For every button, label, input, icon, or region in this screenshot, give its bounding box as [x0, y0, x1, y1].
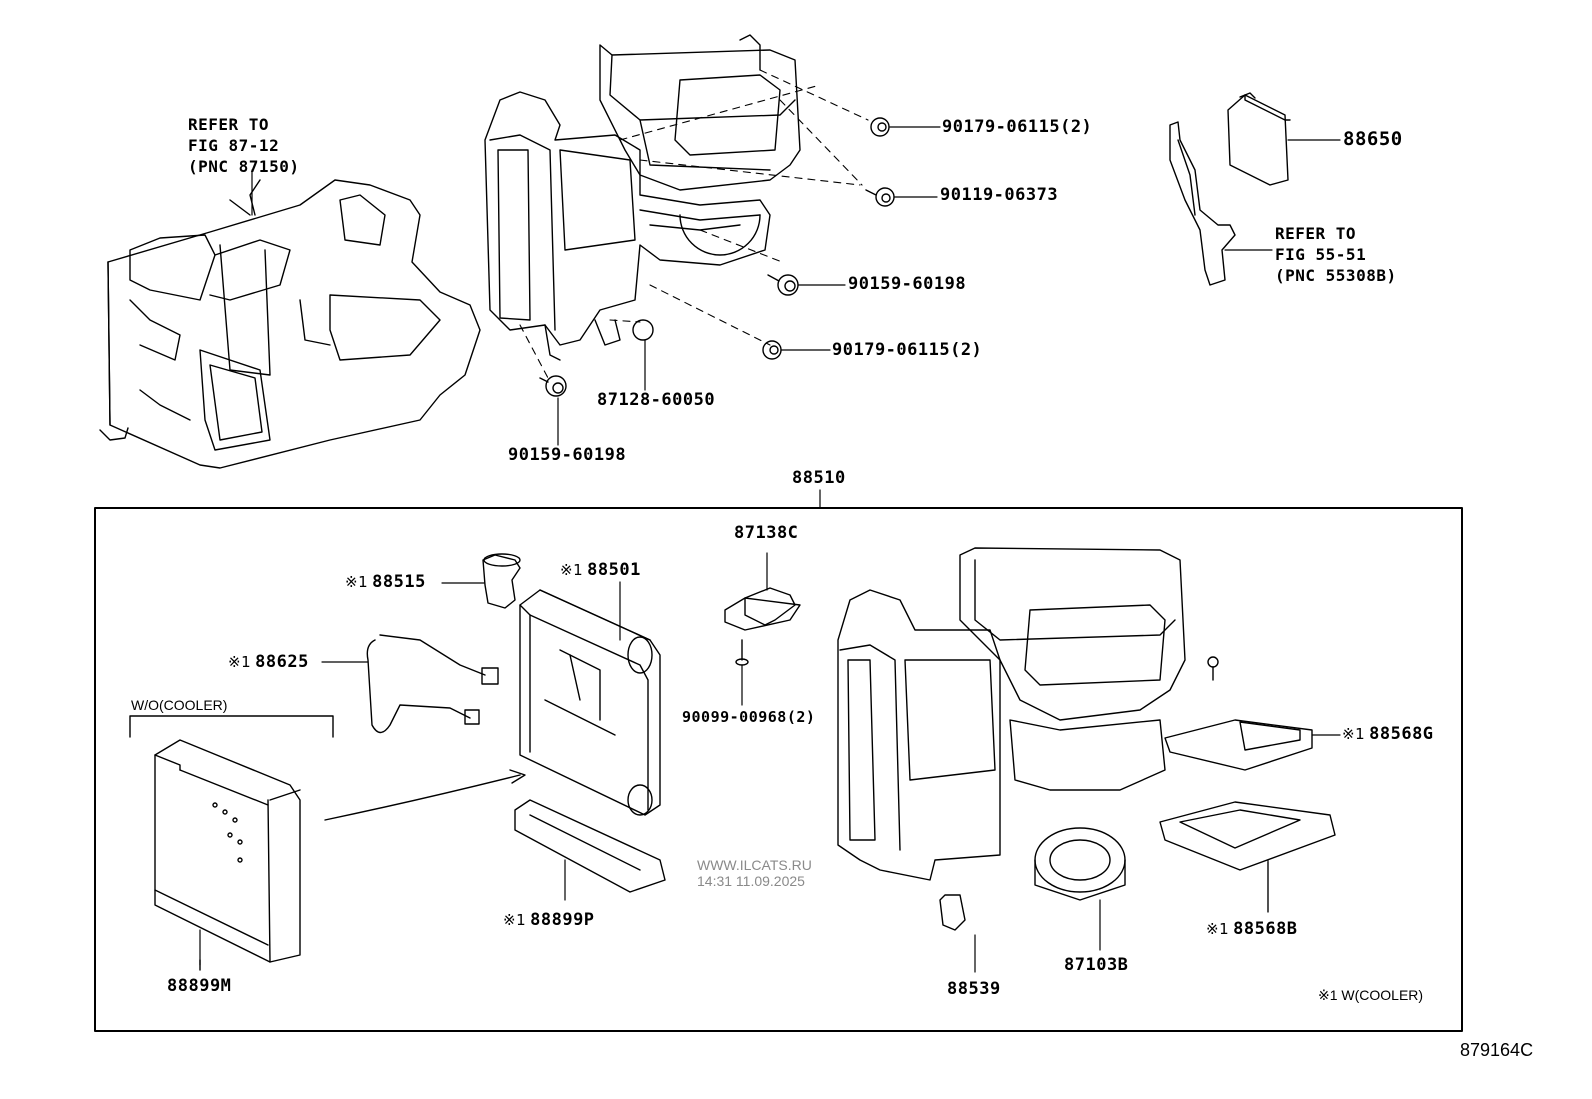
reference-line: REFER TO: [188, 115, 270, 134]
evaporator-88501-drawing: [519, 589, 661, 816]
figure-number: 879164C: [1460, 1040, 1534, 1060]
reference-line: (PNC 87150): [188, 157, 300, 176]
part-label-90099-00968[interactable]: 90099-00968(2): [682, 708, 816, 726]
reference-line: (PNC 55308B): [1275, 266, 1397, 285]
cooler-mark: ※1: [560, 561, 584, 579]
reference-note-55308b[interactable]: REFER TO FIG 55-51 (PNC 55308B): [1275, 223, 1397, 286]
part-label-88899m[interactable]: 88899M: [167, 976, 232, 996]
part-label-87103b[interactable]: 87103B: [1064, 955, 1129, 975]
heater-core-88899m-drawing: [154, 739, 301, 971]
reference-note-87150[interactable]: REFER TO FIG 87-12 (PNC 87150): [188, 114, 299, 177]
dashed-leaders: [519, 69, 869, 379]
part-leaders-upper: [251, 126, 1341, 446]
reference-line: FIG 55-51: [1275, 245, 1367, 264]
filter-88568b-drawing: [1159, 801, 1336, 871]
footnote-with-cooler: ※1 W(COOLER): [1318, 987, 1424, 1003]
bracket-drawing: [1169, 121, 1236, 286]
part-label-87138c[interactable]: 87138C: [734, 523, 799, 543]
cooler-mark: ※1: [1206, 920, 1230, 938]
blower-motor-87103b-drawing: [1034, 827, 1126, 901]
part-number: 88501: [587, 560, 641, 580]
part-label-88650[interactable]: 88650: [1343, 128, 1403, 150]
cooler-mark: ※1: [1342, 725, 1366, 743]
part-label-88539[interactable]: 88539: [947, 979, 1001, 999]
part-label-90159-60198-left[interactable]: 90159-60198: [508, 445, 627, 465]
heater-unit-drawing: [99, 179, 481, 469]
sensor-87138c-drawing: [724, 587, 801, 666]
blower-unit-drawing: [484, 34, 801, 361]
without-cooler-label: W/O(COOLER): [131, 697, 228, 713]
part-label-87128-60050[interactable]: 87128-60050: [597, 390, 716, 410]
cooler-mark: ※1: [503, 911, 527, 929]
part-label-90179-06115-lower[interactable]: 90179-06115(2): [832, 340, 983, 360]
thermistor-88625-drawing: [366, 634, 499, 734]
blower-assembly-drawing: [837, 547, 1219, 881]
part-number: 88899P: [530, 910, 595, 930]
watermark-timestamp: 14:31 11.09.2025: [697, 873, 805, 889]
part-label-90159-60198-right[interactable]: 90159-60198: [848, 274, 967, 294]
case-88899p-drawing: [514, 799, 666, 893]
drain-hose-88539-drawing: [939, 894, 966, 931]
ecu-88650-drawing: [1227, 92, 1291, 186]
expansion-valve-88515-drawing: [482, 553, 521, 609]
part-label-90119-06373[interactable]: 90119-06373: [940, 185, 1059, 205]
reference-line: REFER TO: [1275, 224, 1357, 243]
reference-line: FIG 87-12: [188, 136, 280, 155]
part-number: 88568B: [1233, 919, 1298, 939]
assembly-box: [94, 507, 1463, 1032]
part-number: 88568G: [1369, 724, 1434, 744]
watermark-site: WWW.ILCATS.RU: [697, 857, 812, 873]
assembly-label-88510[interactable]: 88510: [792, 468, 846, 488]
cooler-mark: ※1: [228, 653, 252, 671]
filter-88568g-drawing: [1164, 719, 1313, 771]
part-label-90179-06115-upper[interactable]: 90179-06115(2): [942, 117, 1093, 137]
replacement-arrow: [324, 774, 521, 821]
part-number: 88515: [372, 572, 426, 592]
part-number: 88625: [255, 652, 309, 672]
cooler-mark: ※1: [345, 573, 369, 591]
